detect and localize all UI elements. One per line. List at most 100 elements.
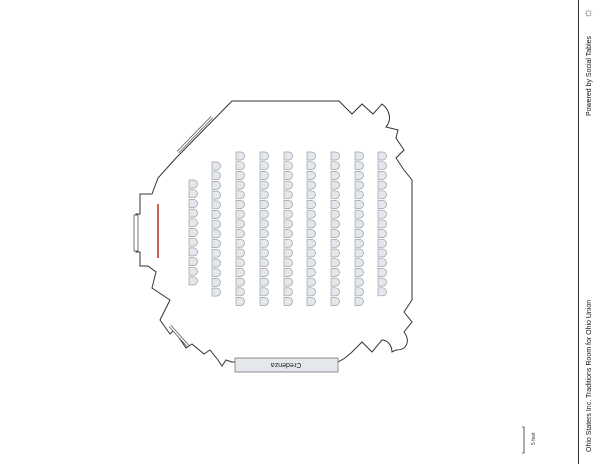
chair [354, 268, 364, 277]
chair [188, 266, 198, 276]
scale-label: 5 feet [531, 432, 537, 445]
chair [259, 287, 269, 297]
chair [211, 239, 221, 248]
chair [377, 229, 387, 238]
chair [188, 208, 198, 218]
chair [235, 219, 245, 229]
chair [354, 297, 364, 306]
chair [330, 277, 340, 287]
chair [283, 238, 293, 248]
chair [211, 268, 221, 278]
chair [354, 248, 364, 258]
chair [259, 277, 269, 287]
chair [211, 171, 221, 181]
chair [235, 287, 245, 297]
chair [330, 151, 340, 161]
chair [330, 180, 340, 190]
chair [354, 287, 364, 297]
chair [283, 171, 293, 180]
chair [188, 228, 198, 237]
chair [330, 248, 340, 258]
chair [259, 258, 269, 268]
chair [306, 190, 316, 200]
chair [377, 219, 387, 229]
chair [283, 268, 293, 277]
chair [211, 190, 221, 200]
chair [330, 200, 340, 209]
chair [283, 209, 293, 219]
chair [354, 151, 364, 161]
room-walls [135, 100, 413, 367]
chair [211, 181, 221, 190]
chair [306, 258, 316, 268]
chair [377, 190, 387, 200]
chair [259, 248, 269, 258]
chair [330, 287, 340, 297]
chair [354, 238, 364, 248]
scale-bar [522, 426, 525, 454]
chair [306, 268, 316, 277]
chair [306, 287, 316, 297]
chair [354, 200, 364, 209]
chair [354, 229, 364, 238]
chair [330, 190, 340, 200]
chair [306, 200, 316, 209]
chair [235, 248, 245, 258]
chair-grid [188, 151, 387, 306]
chair [188, 179, 198, 189]
sidebar-divider [578, 0, 579, 464]
chair [354, 258, 364, 268]
chair [283, 151, 293, 161]
chair [259, 180, 269, 190]
chair [211, 200, 221, 210]
chair [283, 297, 293, 306]
chair [259, 268, 269, 277]
chair [354, 180, 364, 190]
chair [188, 247, 198, 257]
chair [354, 161, 364, 171]
chair [259, 171, 269, 180]
chair [259, 151, 269, 161]
chair [211, 210, 221, 219]
chair [377, 268, 387, 277]
chair [330, 258, 340, 268]
chair [235, 171, 245, 180]
left-door [133, 214, 139, 252]
chair [188, 218, 198, 228]
chair [306, 209, 316, 219]
chair [354, 190, 364, 200]
chair [259, 219, 269, 229]
chair [306, 161, 316, 171]
chair [354, 277, 364, 287]
chair [377, 209, 387, 219]
chair [377, 258, 387, 268]
chair [330, 268, 340, 277]
chair [259, 238, 269, 248]
chair [259, 297, 269, 306]
chair [211, 287, 221, 297]
chair [330, 229, 340, 238]
chair [306, 248, 316, 258]
chair [377, 287, 387, 297]
chair [235, 200, 245, 209]
chair [306, 219, 316, 229]
chair [283, 161, 293, 171]
chair [377, 161, 387, 171]
sun-logo-icon: ☼ [583, 5, 594, 19]
chair [259, 209, 269, 219]
chair [354, 209, 364, 219]
chair [283, 190, 293, 200]
chair [306, 297, 316, 306]
chair [283, 287, 293, 297]
chair [235, 277, 245, 287]
chair [354, 219, 364, 229]
chair [188, 276, 198, 286]
room-title: Ohio Staters Inc. Traditions Room for Oh… [586, 299, 593, 452]
chair [377, 180, 387, 190]
chair [259, 229, 269, 238]
chair [188, 189, 198, 199]
chair [188, 237, 198, 247]
chair [306, 238, 316, 248]
chair [283, 180, 293, 190]
